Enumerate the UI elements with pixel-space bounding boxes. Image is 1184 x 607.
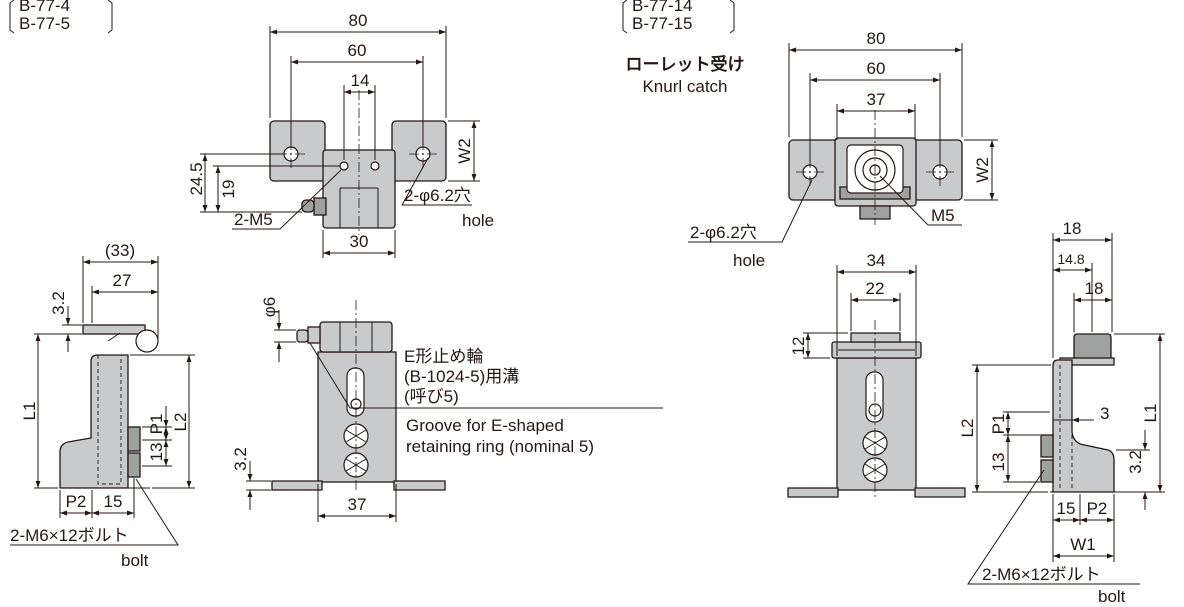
- bolt-callout-en: bolt: [1098, 587, 1126, 606]
- mid-left-dims: (33) 27 3.2 L1 L2 P1 13 P2 15 2-M6×12ボルト…: [10, 241, 195, 570]
- top-right-dims: 80 60 37 W2 M5 2-φ6.2穴 hole: [688, 29, 998, 270]
- top-right-view: [788, 110, 963, 225]
- dim-13: 13: [989, 453, 1008, 472]
- dim-80: 80: [867, 29, 886, 48]
- hole-callout-jp: 2-φ6.2穴: [690, 223, 757, 242]
- dim-13: 13: [147, 443, 166, 462]
- groove-en-2: retaining ring (nominal 5): [406, 437, 594, 456]
- right-side-view: [1040, 333, 1118, 493]
- knurl-catch-en: Knurl catch: [642, 77, 727, 96]
- right-model-label: B-77-14 B-77-15: [622, 0, 735, 34]
- dim-3-2: 3.2: [231, 447, 250, 471]
- right-front-dims: 34 22 12: [789, 251, 917, 359]
- dim-30: 30: [350, 232, 369, 251]
- dim-l1: L1: [20, 402, 39, 421]
- mid-center-view: [271, 300, 446, 491]
- dim-l1: L1: [1141, 404, 1160, 423]
- hole-callout-en: hole: [462, 211, 494, 230]
- dim-18b: 18: [1085, 279, 1104, 298]
- m5-callout: 2-M5: [234, 210, 273, 229]
- left-model-line2: B-77-5: [19, 14, 70, 33]
- hole-callout-en: hole: [733, 251, 765, 270]
- dim-60: 60: [867, 59, 886, 78]
- groove-jp-3: (呼び5): [404, 387, 459, 406]
- dim-3-2: 3.2: [1126, 450, 1145, 474]
- mid-center-dims: φ6 3.2 37 E形止め輪 (B-1024-5)用溝 (呼び5) Groov…: [231, 297, 663, 522]
- bolt-callout-jp: 2-M6×12ボルト: [10, 526, 129, 545]
- dim-3-2: 3.2: [49, 291, 68, 315]
- dim-p2: P2: [66, 492, 87, 511]
- dim-p1: P1: [989, 414, 1008, 435]
- dim-15: 15: [104, 492, 123, 511]
- dim-phi6: φ6: [260, 297, 279, 317]
- dim-15: 15: [1057, 499, 1076, 518]
- dim-l2: L2: [958, 419, 977, 438]
- dim-w2: W2: [973, 157, 992, 183]
- dim-19: 19: [219, 180, 238, 199]
- dim-60: 60: [348, 41, 367, 60]
- dim-24-5: 24.5: [187, 162, 206, 195]
- dim-w1: W1: [1070, 535, 1096, 554]
- left-model-line1: B-77-4: [19, 0, 70, 15]
- dim-18a: 18: [1063, 219, 1082, 238]
- groove-en-1: Groove for E-shaped: [406, 416, 564, 435]
- left-model-label: B-77-4 B-77-5: [9, 0, 113, 34]
- m5-callout: M5: [931, 206, 955, 225]
- dim-33: (33): [105, 241, 135, 260]
- knurl-catch-jp: ローレット受け: [626, 54, 745, 74]
- right-side-dims: 18 14.8 18 L1 3 3.2 L2 P1 13 15 P2 W1 2-…: [958, 219, 1165, 606]
- dim-27: 27: [113, 271, 132, 290]
- dim-p2: P2: [1087, 499, 1108, 518]
- dim-80: 80: [349, 11, 368, 30]
- right-model-line2: B-77-15: [632, 14, 692, 33]
- groove-jp-1: E形止め輪: [404, 347, 483, 366]
- right-front-view: [787, 320, 966, 498]
- dim-12: 12: [789, 337, 808, 356]
- right-model-line1: B-77-14: [632, 0, 692, 15]
- hole-callout-jp: 2-φ6.2穴: [404, 186, 471, 205]
- dim-14-8: 14.8: [1057, 251, 1084, 267]
- dim-l2: L2: [171, 413, 190, 432]
- dim-w2: W2: [455, 138, 474, 164]
- dim-34: 34: [867, 251, 886, 270]
- mid-left-view: [59, 324, 159, 489]
- dim-22: 22: [866, 279, 885, 298]
- dim-p1: P1: [147, 414, 166, 435]
- groove-jp-2: (B-1024-5)用溝: [404, 367, 519, 386]
- dim-14: 14: [351, 71, 370, 90]
- bolt-callout-en: bolt: [121, 551, 149, 570]
- top-left-dims: 80 60 14 24.5 19 W2 30 2-M5 2-φ6.2穴 hole: [187, 11, 494, 258]
- dim-37: 37: [348, 495, 367, 514]
- bolt-callout-jp: 2-M6×12ボルト: [982, 565, 1101, 584]
- dim-37: 37: [867, 90, 886, 109]
- dim-3: 3: [1100, 404, 1109, 423]
